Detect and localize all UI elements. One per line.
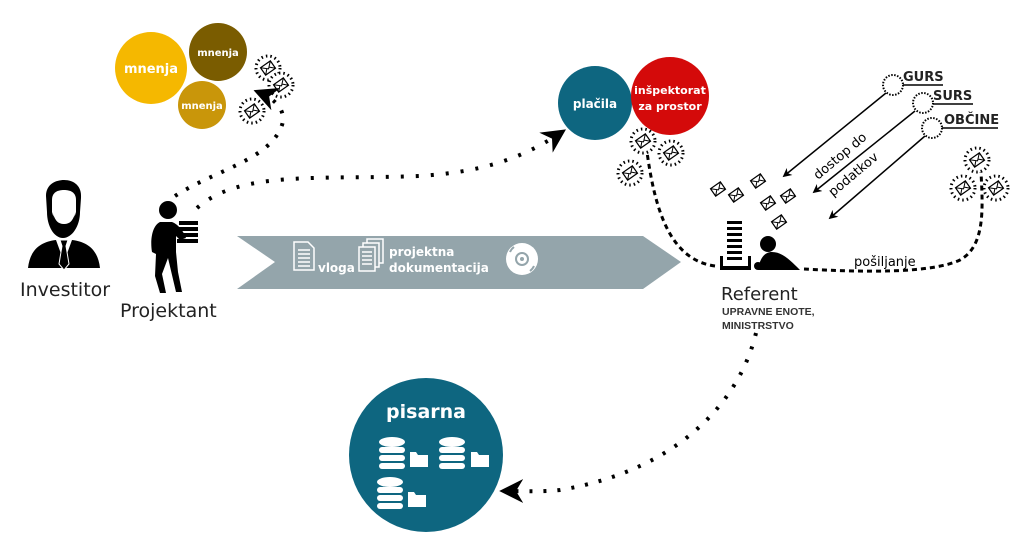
- investitor-icon: [28, 180, 100, 271]
- svg-text:za prostor: za prostor: [638, 100, 702, 113]
- surs-label: SURS: [933, 89, 973, 104]
- envelope-icon: [749, 173, 767, 189]
- cd-icon: [506, 243, 538, 275]
- mnenja-bubble-small: mnenja: [178, 81, 226, 129]
- posiljanje-label: pošiljanje: [854, 255, 916, 270]
- documents-icon: [358, 238, 384, 272]
- mnenja-circle: [115, 32, 187, 104]
- referent-icon: [720, 221, 800, 270]
- folder-icon: [408, 492, 426, 507]
- placila-bubble: plačila: [558, 66, 632, 140]
- referent-sub2: MINISTRSTVO: [722, 320, 794, 332]
- source-obcine: [921, 117, 998, 139]
- investitor-label: Investitor: [20, 279, 111, 301]
- inspektorat-bubble: inšpektorat za prostor: [631, 57, 709, 135]
- mnenja-bubble-large: mnenja: [115, 32, 187, 104]
- submission-banner: vloga projektna dokumentacija: [237, 236, 681, 289]
- database-icon: [377, 477, 403, 509]
- envelope-icon: [779, 188, 797, 204]
- gurs-label: GURS: [903, 70, 944, 85]
- pisarna-bubble: pisarna: [349, 378, 503, 532]
- envelope-icon: [759, 195, 777, 211]
- folder-icon: [471, 452, 489, 467]
- arrow-obcine: [828, 135, 926, 220]
- obcine-label: OBČINE: [944, 113, 1000, 128]
- document-icon: [293, 241, 315, 271]
- flow-to-placila: [195, 129, 566, 210]
- envelope-icon: [269, 73, 293, 97]
- envelope-icon: [727, 187, 745, 203]
- referent-label: Referent: [721, 284, 798, 305]
- envelope-icon: [770, 214, 788, 230]
- source-surs: [912, 92, 973, 114]
- pisarna-label: pisarna: [386, 401, 466, 423]
- mnenja-label: mnenja: [124, 62, 178, 77]
- referent-sub1: UPRAVNE ENOTE,: [722, 306, 815, 318]
- source-gurs: [882, 74, 943, 96]
- envelope-icon: [984, 176, 1008, 200]
- envelope-icon: [240, 99, 264, 123]
- flow-posiljanje: [803, 171, 984, 273]
- database-icon: [379, 437, 405, 469]
- svg-text:inšpektorat: inšpektorat: [634, 84, 706, 97]
- projektna-label: projektna: [389, 245, 454, 259]
- mnenja-label: mnenja: [181, 101, 223, 112]
- arrow-surs: [812, 110, 916, 194]
- folder-icon: [410, 452, 428, 467]
- envelope-icon: [659, 141, 683, 165]
- envelope-icon: [965, 148, 989, 172]
- projektant-label: Projektant: [120, 300, 217, 322]
- envelope-icon: [618, 161, 642, 185]
- flow-referent-to-inspektorat: [645, 151, 716, 268]
- arrow-gurs: [782, 92, 887, 178]
- envelope-icon: [709, 181, 727, 197]
- envelope-icon: [951, 176, 975, 200]
- mnenja-bubble-dark: mnenja: [189, 23, 247, 81]
- flow-to-pisarna: [499, 332, 758, 504]
- dokumentacija-label: dokumentacija: [389, 261, 489, 275]
- database-icon: [439, 437, 465, 469]
- vloga-label: vloga: [318, 261, 355, 275]
- envelope-icon: [631, 129, 655, 153]
- projektant-icon: [151, 201, 198, 293]
- svg-text:plačila: plačila: [573, 97, 617, 111]
- mnenja-label: mnenja: [197, 48, 239, 59]
